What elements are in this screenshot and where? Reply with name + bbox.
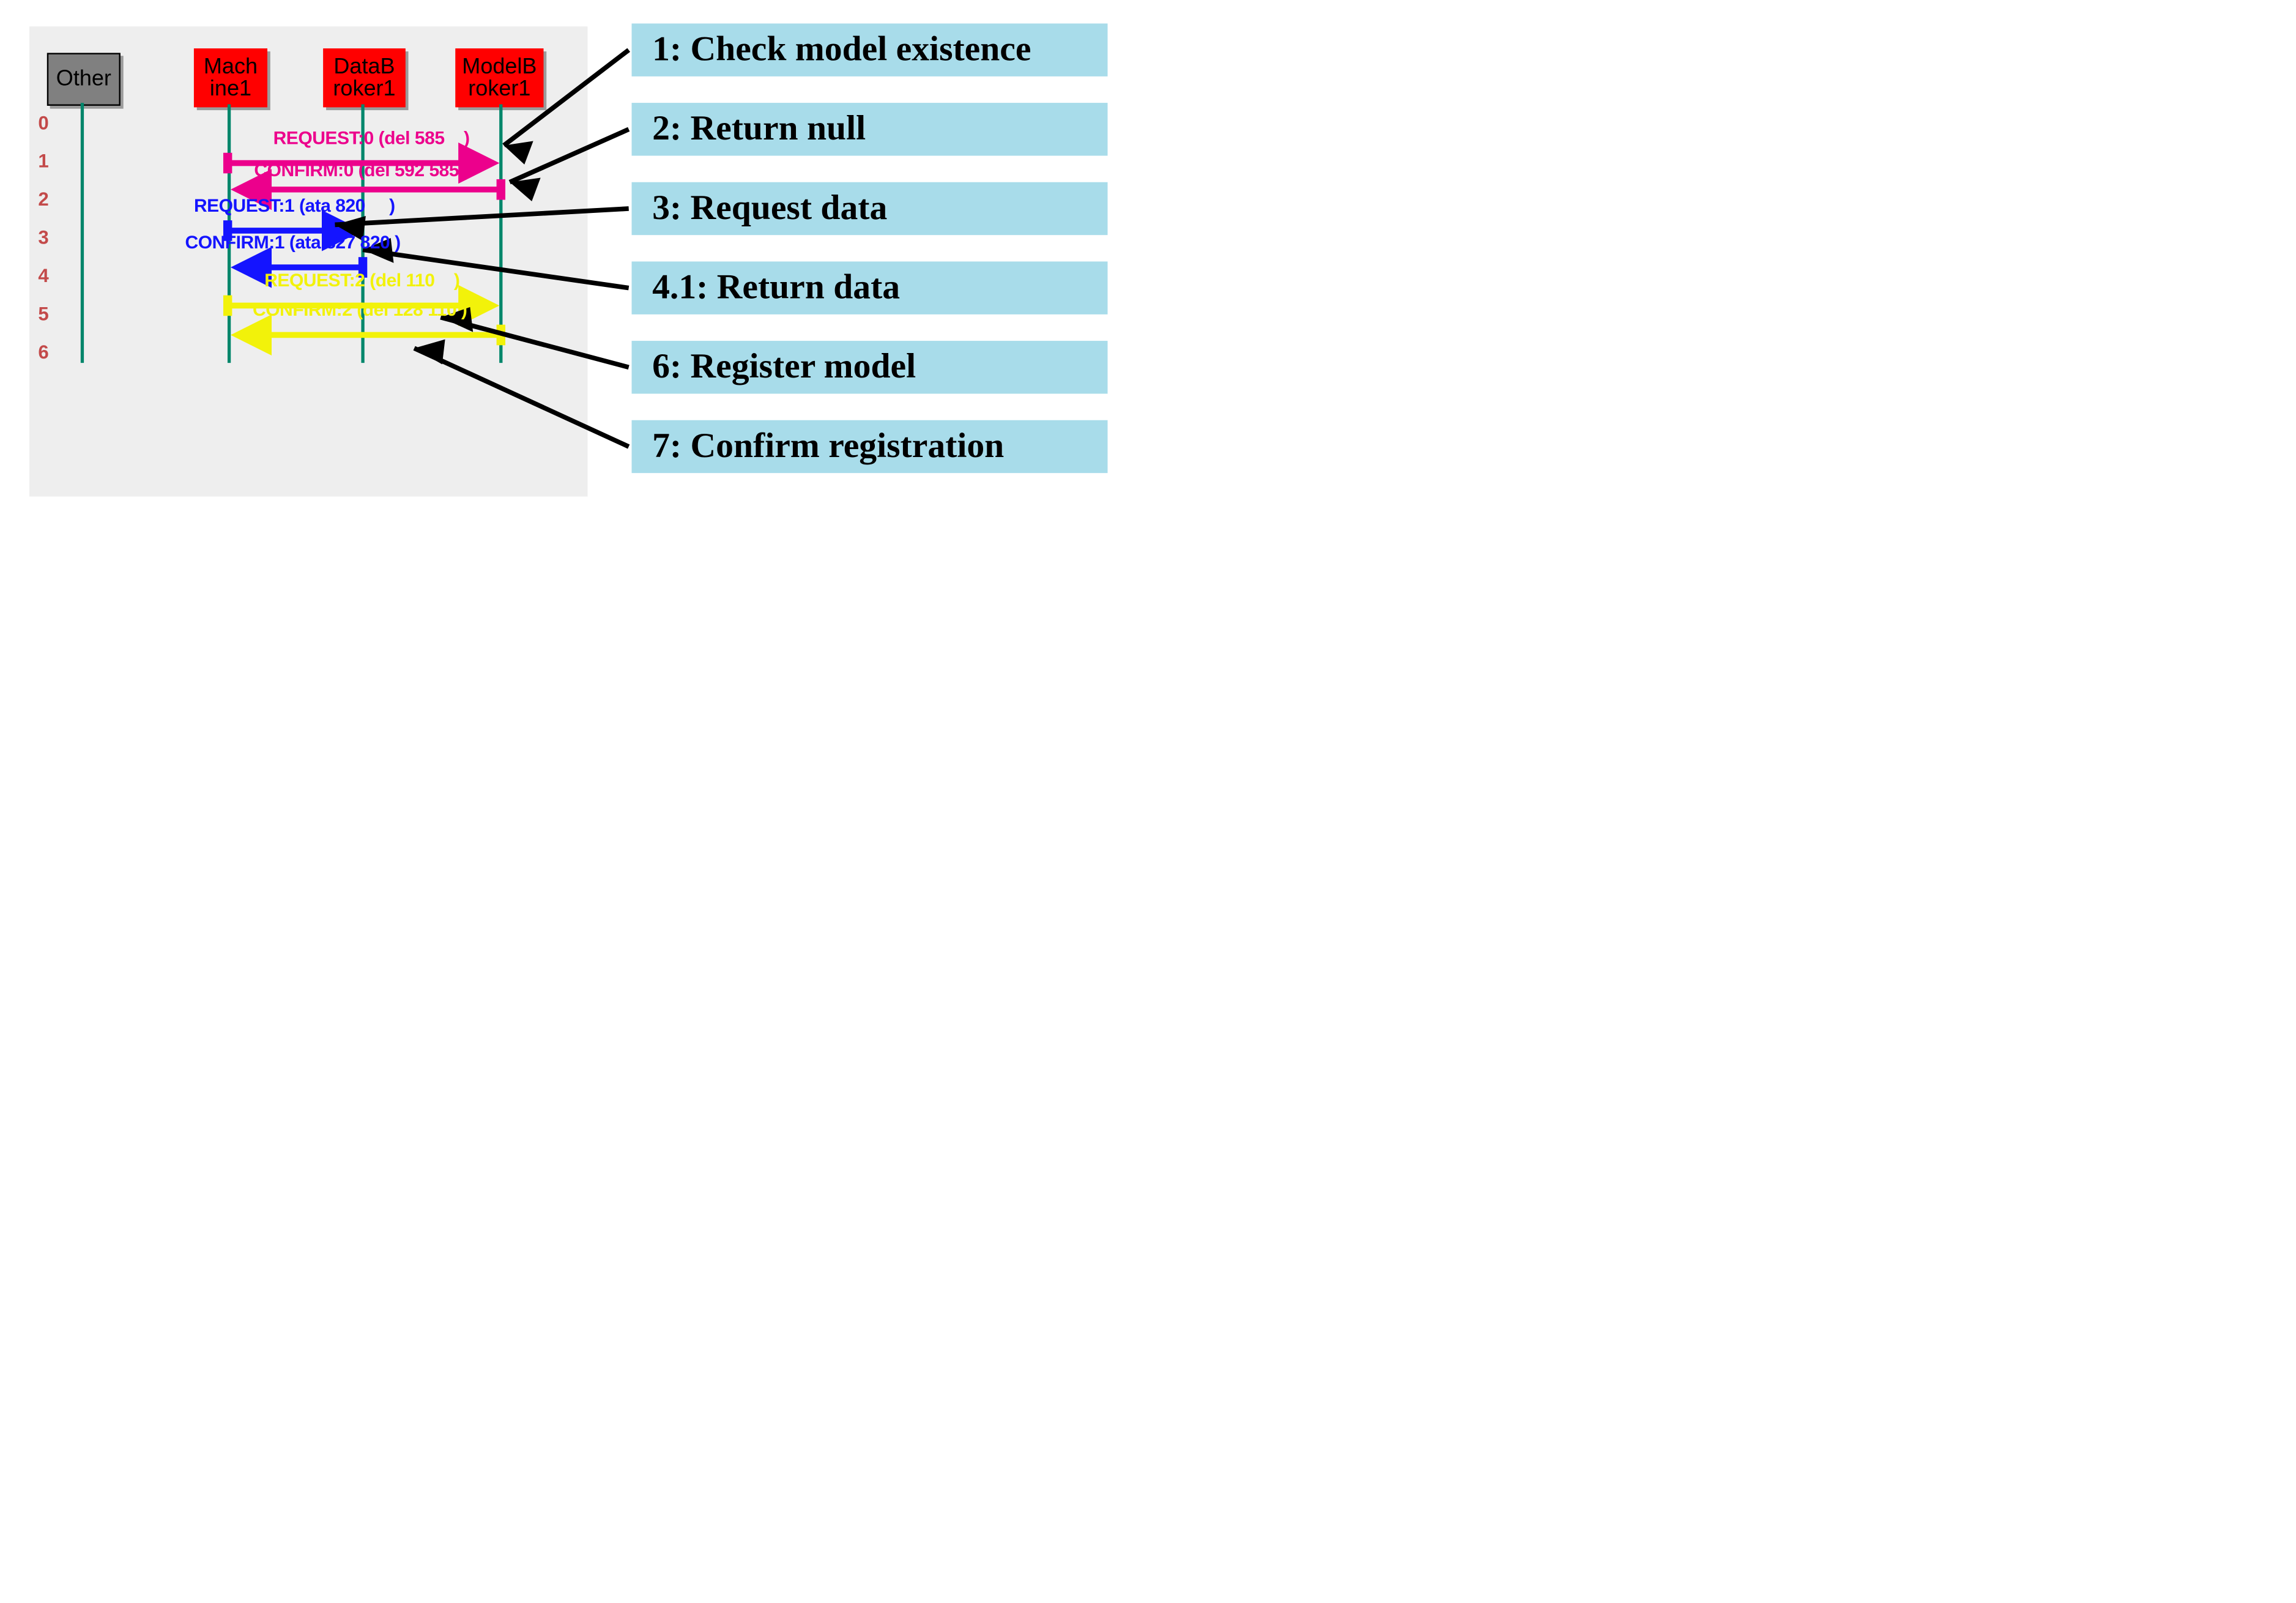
message-label-a-2: REQUEST:1 (ata 820 ) — [193, 195, 395, 216]
panel-a-arrows — [80, 48, 631, 449]
figure-root: Other Mach ine1 DataB roker1 ModelB roke… — [29, 23, 1108, 497]
legend-item-a-6[interactable]: 6: Register model — [631, 341, 1108, 394]
legend-item-a-4[interactable]: 4.1: Return data — [631, 261, 1108, 314]
legend-item-label: 1: Check model existence — [652, 30, 1031, 69]
legend-item-a-3[interactable]: 3: Request data — [631, 182, 1108, 236]
legend-item-a-1[interactable]: 1: Check model existence — [631, 23, 1108, 76]
legend-item-label: 3: Request data — [652, 188, 888, 227]
row-index-a-0: 0 — [38, 111, 49, 134]
row-index-a-3: 3 — [38, 226, 49, 248]
message-label-a-0: REQUEST:0 (del 585 ) — [273, 127, 470, 149]
legend-item-label: 4.1: Return data — [652, 268, 901, 307]
lifeline-header-other-a: Other — [46, 53, 121, 106]
lifeline-label: DataB roker1 — [333, 54, 396, 102]
lifeline-label: Mach ine1 — [203, 54, 258, 102]
message-label-a-5: CONFIRM:2 (del 128 110 ) — [252, 299, 467, 321]
lifeline-label: ModelB roker1 — [462, 54, 537, 102]
lifeline-label: Other — [56, 66, 111, 92]
legend-item-label: 7: Confirm registration — [652, 426, 1005, 465]
legend-item-label: 2: Return null — [652, 109, 866, 148]
row-index-a-6: 6 — [38, 341, 49, 363]
lifeline-header-machine1-a: Mach ine1 — [193, 48, 268, 108]
legend-item-label: 6: Register model — [652, 347, 916, 386]
row-index-a-2: 2 — [38, 188, 49, 210]
legend-item-a-7[interactable]: 7: Confirm registration — [631, 420, 1108, 474]
message-label-a-1: CONFIRM:0 (del 592 585 ) — [254, 160, 470, 181]
row-index-a-5: 5 — [38, 302, 49, 325]
message-label-a-3: CONFIRM:1 (ata 827 820 ) — [185, 232, 401, 253]
row-index-a-1: 1 — [38, 149, 49, 172]
lifeline-header-modelbroker1-a: ModelB roker1 — [455, 48, 544, 108]
message-label-a-4: REQUEST:2 (del 110 ) — [264, 270, 460, 291]
legend-item-a-2[interactable]: 2: Return null — [631, 103, 1108, 156]
row-index-a-4: 4 — [38, 264, 49, 287]
